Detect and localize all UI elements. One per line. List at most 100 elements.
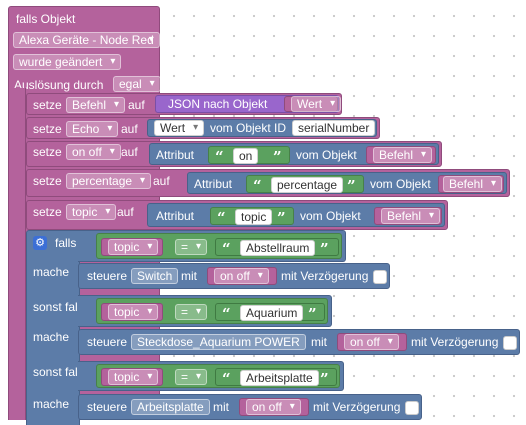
quote-open-icon: “ (222, 305, 231, 323)
operator-2-dropdown[interactable]: = (175, 304, 208, 320)
attr-percentage-of: vom Objekt (370, 177, 431, 191)
delay-2-label: mit Verzögerung (411, 335, 499, 349)
text-percentage-input[interactable]: percentage (271, 177, 344, 193)
quote-open-icon: “ (253, 177, 262, 195)
control-1-label: steuere (87, 269, 128, 283)
set-echo-block[interactable]: setze Echo auf Wert vom Objekt ID serial… (26, 117, 380, 139)
attribute-onoff-block[interactable]: Attribut “ on ” vom Objekt Befehl (149, 143, 439, 165)
attr-topic-label: Attribut (156, 209, 195, 223)
quote-close-icon: ” (277, 209, 286, 227)
event-change-dropdown[interactable]: wurde geändert (13, 54, 122, 70)
with-3-label: mit (213, 400, 229, 414)
text-topic-block[interactable]: “ topic ” (210, 207, 294, 227)
event-object-dropdown[interactable]: Alexa Geräte - Node Red (13, 32, 160, 48)
quote-close-icon: ” (308, 305, 317, 323)
quote-close-icon: ” (273, 148, 282, 166)
onoff-2-dropdown[interactable]: on off (344, 334, 399, 350)
trigger-label: Auslösung durch (14, 78, 104, 92)
checkbox-icon[interactable] (405, 401, 419, 415)
befehl-topic-dropdown[interactable]: Befehl (381, 208, 441, 224)
device-2-field[interactable]: Steckdose_Aquarium POWER (131, 334, 306, 350)
topic-var-2-dropdown[interactable]: topic (108, 304, 159, 320)
befehl-var-topic[interactable]: Befehl (374, 207, 442, 225)
onoff-3-dropdown[interactable]: on off (246, 399, 301, 415)
onoff-var-3[interactable]: on off (239, 398, 309, 416)
do-label-1: mache (33, 265, 70, 279)
do-label-3: mache (33, 397, 70, 411)
compare-block-3[interactable]: topic = “ Arbeitsplatte ” (96, 364, 340, 388)
var-befehl-dropdown[interactable]: Befehl (66, 97, 126, 113)
quote-close-icon: ” (320, 370, 329, 388)
event-statement-strip (8, 88, 26, 420)
control-block-1[interactable]: steuere Switch mit on off mit Verzögerun… (78, 263, 390, 289)
set-befehl-label: setze (33, 98, 62, 112)
device-3-field[interactable]: Arbeitsplatte (131, 399, 210, 415)
attr-onoff-of: vom Objekt (296, 148, 357, 162)
device-1-field[interactable]: Switch (131, 268, 179, 284)
json-to-object-block[interactable]: JSON nach Objekt Wert (155, 95, 342, 113)
control-2-label: steuere (87, 335, 128, 349)
topic-var-1-dropdown[interactable]: topic (108, 239, 159, 255)
var-onoff-dropdown[interactable]: on off (66, 144, 121, 160)
if-block[interactable]: ⚙ falls mache sonst falls mache sonst fa… (26, 230, 86, 425)
with-1-label: mit (181, 269, 197, 283)
quote-open-icon: “ (222, 370, 231, 388)
echo-field-input[interactable]: serialNumber (292, 120, 376, 136)
wert-var-block[interactable]: Wert (284, 96, 342, 112)
operator-1-dropdown[interactable]: = (175, 239, 208, 255)
compare-block-2[interactable]: topic = “ Aquarium ” (96, 298, 328, 324)
befehl-onoff-dropdown[interactable]: Befehl (373, 147, 433, 163)
operator-3-dropdown[interactable]: = (175, 369, 208, 385)
attribute-topic-block[interactable]: Attribut “ topic ” vom Objekt Befehl (147, 203, 445, 227)
text-block-3[interactable]: “ Arbeitsplatte ” (215, 368, 337, 388)
set-echo-to: auf (121, 122, 138, 136)
var-percentage-dropdown[interactable]: percentage (66, 173, 152, 189)
onoff-var-2[interactable]: on off (337, 333, 407, 351)
quote-close-icon: ” (320, 240, 329, 258)
befehl-var-onoff[interactable]: Befehl (366, 146, 436, 164)
topic-var-3-dropdown[interactable]: topic (108, 369, 159, 385)
befehl-percentage-dropdown[interactable]: Befehl (443, 176, 503, 192)
set-befehl-block[interactable]: setze Befehl auf JSON nach Objekt Wert (26, 93, 342, 115)
control-3-label: steuere (87, 400, 128, 414)
checkbox-icon[interactable] (373, 270, 387, 284)
text-3-input[interactable]: Arbeitsplatte (240, 370, 319, 386)
gear-icon[interactable]: ⚙ (33, 236, 47, 250)
var-echo-dropdown[interactable]: Echo (66, 121, 119, 137)
control-block-3[interactable]: steuere Arbeitsplatte mit on off mit Ver… (78, 394, 422, 420)
value-of-object-block[interactable]: Wert vom Objekt ID serialNumber (147, 119, 377, 137)
attr-percentage-label: Attribut (194, 177, 233, 191)
set-onoff-to: auf (121, 145, 138, 159)
compare-block-1[interactable]: topic = “ Abstellraum ” (96, 233, 342, 259)
set-onoff-block[interactable]: setze on off auf Attribut “ on ” vom Obj… (26, 141, 442, 167)
attribute-percentage-block[interactable]: Attribut “ percentage ” vom Objekt Befeh… (187, 172, 507, 194)
set-topic-block[interactable]: setze topic auf Attribut “ topic ” vom O… (26, 200, 448, 230)
text-block-1[interactable]: “ Abstellraum ” (215, 238, 339, 258)
var-topic-dropdown[interactable]: topic (66, 204, 117, 220)
topic-var-1[interactable]: topic (101, 238, 163, 256)
onoff-1-dropdown[interactable]: on off (214, 268, 269, 284)
set-topic-to: auf (117, 205, 134, 219)
elseif-label-2: sonst falls (33, 365, 87, 379)
text-block-2[interactable]: “ Aquarium ” (215, 303, 325, 323)
trigger-dropdown[interactable]: egal (113, 76, 161, 92)
set-onoff-label: setze (33, 145, 62, 159)
control-block-2[interactable]: steuere Steckdose_Aquarium POWER mit on … (78, 329, 520, 355)
text-topic-input[interactable]: topic (235, 209, 273, 225)
quote-open-icon: “ (215, 148, 224, 166)
echo-value-dropdown[interactable]: Wert (154, 120, 205, 136)
set-percentage-block[interactable]: setze percentage auf Attribut “ percenta… (26, 169, 510, 197)
attr-onoff-label: Attribut (156, 148, 195, 162)
text-percentage-block[interactable]: “ percentage ” (246, 175, 364, 195)
topic-var-2[interactable]: topic (101, 303, 163, 321)
text-1-input[interactable]: Abstellraum (240, 240, 316, 256)
attr-topic-of: vom Objekt (300, 209, 361, 223)
text-2-input[interactable]: Aquarium (240, 305, 304, 321)
wert-dropdown[interactable]: Wert (291, 96, 342, 112)
onoff-var-1[interactable]: on off (207, 267, 277, 285)
text-onoff-input[interactable]: on (233, 148, 259, 164)
topic-var-3[interactable]: topic (101, 368, 163, 386)
text-onoff-block[interactable]: “ on ” (208, 146, 290, 166)
befehl-var-percentage[interactable]: Befehl (438, 175, 504, 193)
checkbox-icon[interactable] (503, 336, 517, 350)
